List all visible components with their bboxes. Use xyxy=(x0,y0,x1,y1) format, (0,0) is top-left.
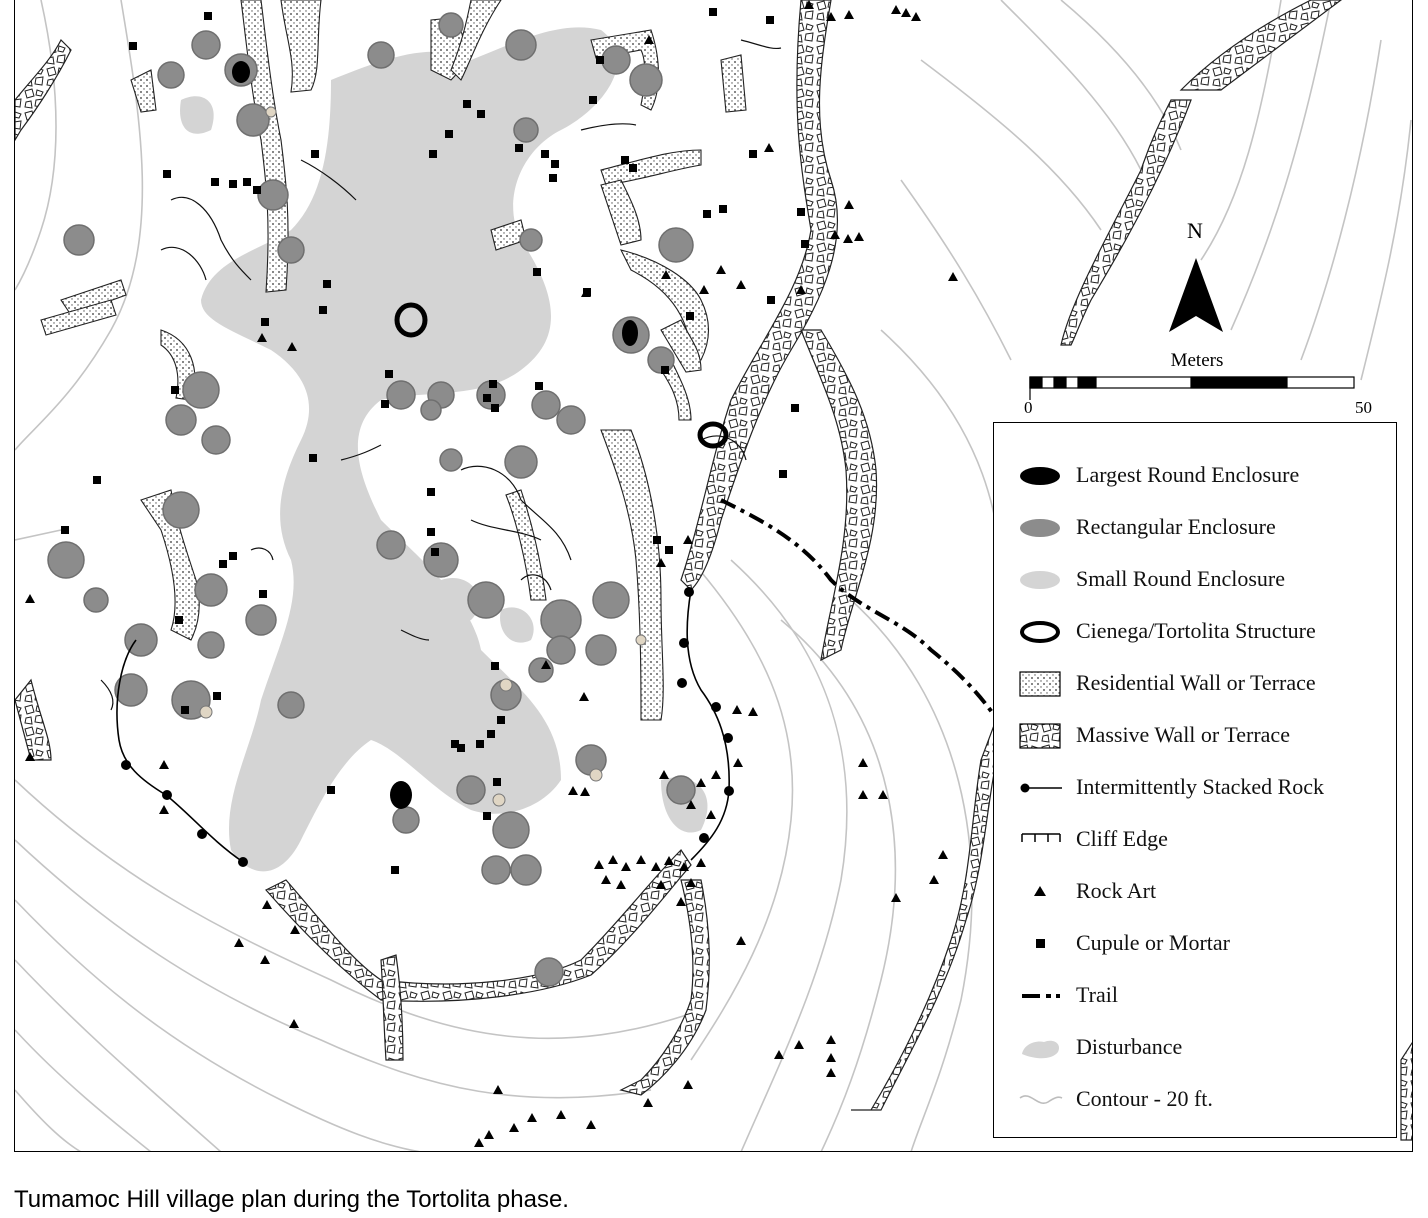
legend-label: Cupule or Mortar xyxy=(1076,930,1230,955)
dotted-box-icon xyxy=(1019,671,1061,697)
legend-item-contour: Contour - 20 ft. xyxy=(994,1082,1396,1122)
stone-box-icon xyxy=(1019,723,1061,749)
legend-label: Disturbance xyxy=(1076,1034,1183,1059)
black-blob-icon xyxy=(1020,467,1060,485)
legend-label: Cienega/Tortolita Structure xyxy=(1076,618,1316,643)
outline-walls xyxy=(100,39,782,711)
cupule-markers xyxy=(61,8,809,874)
disturbance-blob-icon xyxy=(1022,1040,1060,1059)
small-round-enclosures xyxy=(199,106,647,807)
dot-line-icon xyxy=(1020,783,1062,793)
legend-item-residential-wall: Residential Wall or Terrace xyxy=(994,666,1396,706)
legend-item-cliff-edge: Cliff Edge xyxy=(994,822,1396,862)
legend-item-cupule: Cupule or Mortar xyxy=(994,926,1396,966)
trail-line xyxy=(720,498,996,717)
legend-label: Rectangular Enclosure xyxy=(1076,514,1276,539)
north-arrow-icon xyxy=(1169,258,1223,332)
figure-caption: Tumamoc Hill village plan during the Tor… xyxy=(14,1186,569,1213)
square-icon xyxy=(1036,939,1045,948)
north-label: N xyxy=(1187,218,1203,243)
dash-dot-line-icon xyxy=(1022,994,1060,998)
gray-blob-icon xyxy=(1020,519,1060,537)
legend-item-cienega: Cienega/Tortolita Structure xyxy=(994,614,1396,654)
legend-item-disturbance: Disturbance xyxy=(994,1030,1396,1070)
legend-label: Residential Wall or Terrace xyxy=(1076,670,1316,695)
map-canvas xyxy=(15,0,1412,1151)
legend-label: Intermittently Stacked Rock xyxy=(1076,774,1325,799)
legend-item-rock-art: Rock Art xyxy=(994,874,1396,914)
light-blob-icon xyxy=(1020,571,1060,589)
scale-min-label: 0 xyxy=(1024,398,1033,417)
largest-round-enclosures xyxy=(232,61,638,809)
scale-max-label: 50 xyxy=(1355,398,1372,417)
legend-label: Trail xyxy=(1076,982,1118,1007)
legend-item-trail: Trail xyxy=(994,978,1396,1018)
legend-label: Rock Art xyxy=(1076,878,1157,903)
contour-line-icon xyxy=(1019,1095,1063,1105)
rock-art-markers xyxy=(25,0,958,1147)
scale-title: Meters xyxy=(1170,350,1224,371)
legend-box: Largest Round Enclosure Rectangular Encl… xyxy=(993,422,1397,1138)
legend-item-massive-wall: Massive Wall or Terrace xyxy=(994,718,1396,758)
scale-labels: Meters 0 50 xyxy=(1022,350,1372,420)
cliff-edge-icon xyxy=(1021,833,1061,842)
contour-lines xyxy=(15,0,1412,1151)
triangle-icon xyxy=(1034,886,1046,896)
cienega-structures xyxy=(394,302,729,449)
legend-label: Largest Round Enclosure xyxy=(1076,462,1300,487)
ring-icon xyxy=(1020,621,1060,643)
north-arrow: N xyxy=(1160,218,1230,338)
scale-bar xyxy=(1029,376,1355,400)
legend-label: Massive Wall or Terrace xyxy=(1076,722,1290,747)
legend-item-largest-round: Largest Round Enclosure xyxy=(994,458,1396,498)
legend-item-small-round: Small Round Enclosure xyxy=(994,562,1396,602)
legend-label: Cliff Edge xyxy=(1076,826,1168,851)
legend-label: Contour - 20 ft. xyxy=(1076,1086,1213,1111)
legend-label: Small Round Enclosure xyxy=(1076,566,1285,591)
legend-item-stacked-rock: Intermittently Stacked Rock xyxy=(994,770,1396,810)
legend-item-rectangular: Rectangular Enclosure xyxy=(994,510,1396,550)
stacked-rock-dots xyxy=(121,587,734,867)
